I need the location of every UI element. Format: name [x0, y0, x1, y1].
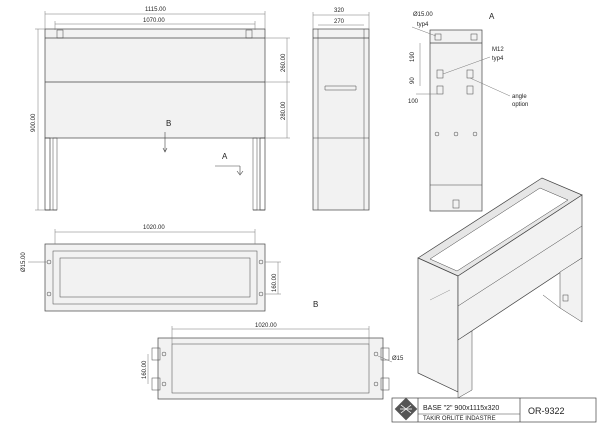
- front-leg-left-outer: [44, 137, 51, 211]
- top-view-body: [44, 243, 266, 312]
- detail-thread: M12: [492, 47, 504, 53]
- detail-hole-3: [472, 131, 478, 137]
- front-view-body: [44, 28, 266, 139]
- iso-top-opening: [429, 187, 569, 272]
- detail-title: A: [489, 12, 495, 21]
- title-block-frame: [391, 397, 597, 423]
- angle-option-line2: option: [512, 102, 528, 108]
- top-view-opening: [59, 257, 251, 298]
- company-logo-icon: [394, 397, 418, 421]
- front-leg-left-inner: [52, 137, 58, 211]
- bottom-hole-4: [373, 381, 379, 387]
- bottom-dim-label-160: 160.00: [142, 360, 148, 379]
- dim-label-260: 260.00: [281, 53, 287, 72]
- top-hole-dia: Ø15.00: [21, 252, 27, 272]
- angle-option-line1: angle: [512, 94, 527, 100]
- iso-leg-bracket: [562, 294, 569, 302]
- bottom-hole-dia: Ø15: [392, 356, 404, 362]
- top-view: [28, 229, 281, 312]
- leader-angle-option: [469, 77, 511, 97]
- dim-label-900: 900.00: [31, 113, 37, 132]
- detail-view-a: [411, 26, 511, 212]
- iso-left-face: [417, 257, 459, 393]
- bottom-hole-1: [161, 351, 167, 357]
- dim-label-320: 320: [334, 8, 345, 14]
- side-view-body: [312, 28, 370, 211]
- dim-label-90: 90: [410, 77, 416, 84]
- dim-label-280: 280.00: [281, 101, 287, 120]
- front-leg-right-inner: [252, 137, 258, 211]
- detail-hole-dia: Ø15.00: [413, 12, 433, 18]
- side-view: [312, 12, 370, 211]
- top-dim-label-160: 160.00: [272, 273, 278, 292]
- bottom-dim-label-1020: 1020.00: [255, 323, 277, 329]
- side-handle: [324, 85, 357, 91]
- front-leg-right-outer: [259, 137, 266, 211]
- bottom-view-title: B: [313, 300, 318, 309]
- detail-hole-2: [453, 131, 459, 137]
- leader-hole-dia: [411, 26, 437, 37]
- bottom-view-inner: [171, 343, 370, 394]
- dim-label-190: 190: [410, 51, 416, 62]
- bottom-hole-2: [373, 351, 379, 357]
- dim-label-100: 100: [408, 99, 419, 105]
- title-block: [391, 397, 597, 423]
- iso-leg-brace: [542, 294, 561, 309]
- detail-bottom-block: [452, 199, 460, 209]
- detail-hole-qty: typ4: [417, 22, 429, 28]
- top-hole-2: [258, 259, 264, 265]
- section-b-label: B: [166, 119, 171, 128]
- bottom-foot-1: [151, 347, 161, 361]
- bottom-view: [147, 326, 393, 400]
- detail-slot-2: [436, 85, 444, 95]
- iso-leg-front: [457, 330, 473, 399]
- leader-thread: [442, 56, 491, 75]
- iso-label-plate: [429, 289, 451, 301]
- top-view-inner: [52, 250, 258, 305]
- dim-label-1070: 1070.00: [143, 18, 165, 24]
- top-hole-4: [258, 291, 264, 297]
- front-corner-bracket-right: [245, 29, 253, 39]
- iso-panel-split: [457, 225, 583, 307]
- section-b-arrow: [162, 147, 168, 153]
- front-view: [35, 11, 290, 211]
- detail-thread-qty: typ4: [492, 56, 504, 62]
- view-a-label: A: [222, 152, 228, 161]
- isometric-view: [417, 177, 583, 399]
- iso-leg-right: [559, 257, 583, 323]
- leader-bottom-hole: [377, 355, 393, 363]
- top-dim-label-1020: 1020.00: [143, 225, 165, 231]
- bottom-view-body: [157, 337, 384, 400]
- drawing-description: BASE "2" 900x1115x320: [423, 405, 499, 412]
- dim-label-270: 270: [334, 19, 345, 25]
- dim-label-1115: 1115.00: [145, 7, 166, 13]
- company-name: TAKIR ORLITE INDASTRE: [423, 416, 496, 422]
- bottom-foot-3: [380, 347, 390, 361]
- detail-corner-left: [434, 33, 442, 41]
- bottom-foot-2: [151, 377, 161, 391]
- detail-slot-4: [466, 85, 474, 95]
- top-hole-3: [46, 291, 52, 297]
- detail-corner-right: [470, 33, 478, 41]
- detail-body: [429, 29, 483, 212]
- bottom-hole-3: [161, 381, 167, 387]
- detail-hole-1: [434, 131, 440, 137]
- bottom-foot-4: [380, 377, 390, 391]
- drawing-number: OR-9322: [528, 406, 565, 416]
- view-a-arrow: [236, 170, 244, 176]
- front-corner-bracket-left: [56, 29, 64, 39]
